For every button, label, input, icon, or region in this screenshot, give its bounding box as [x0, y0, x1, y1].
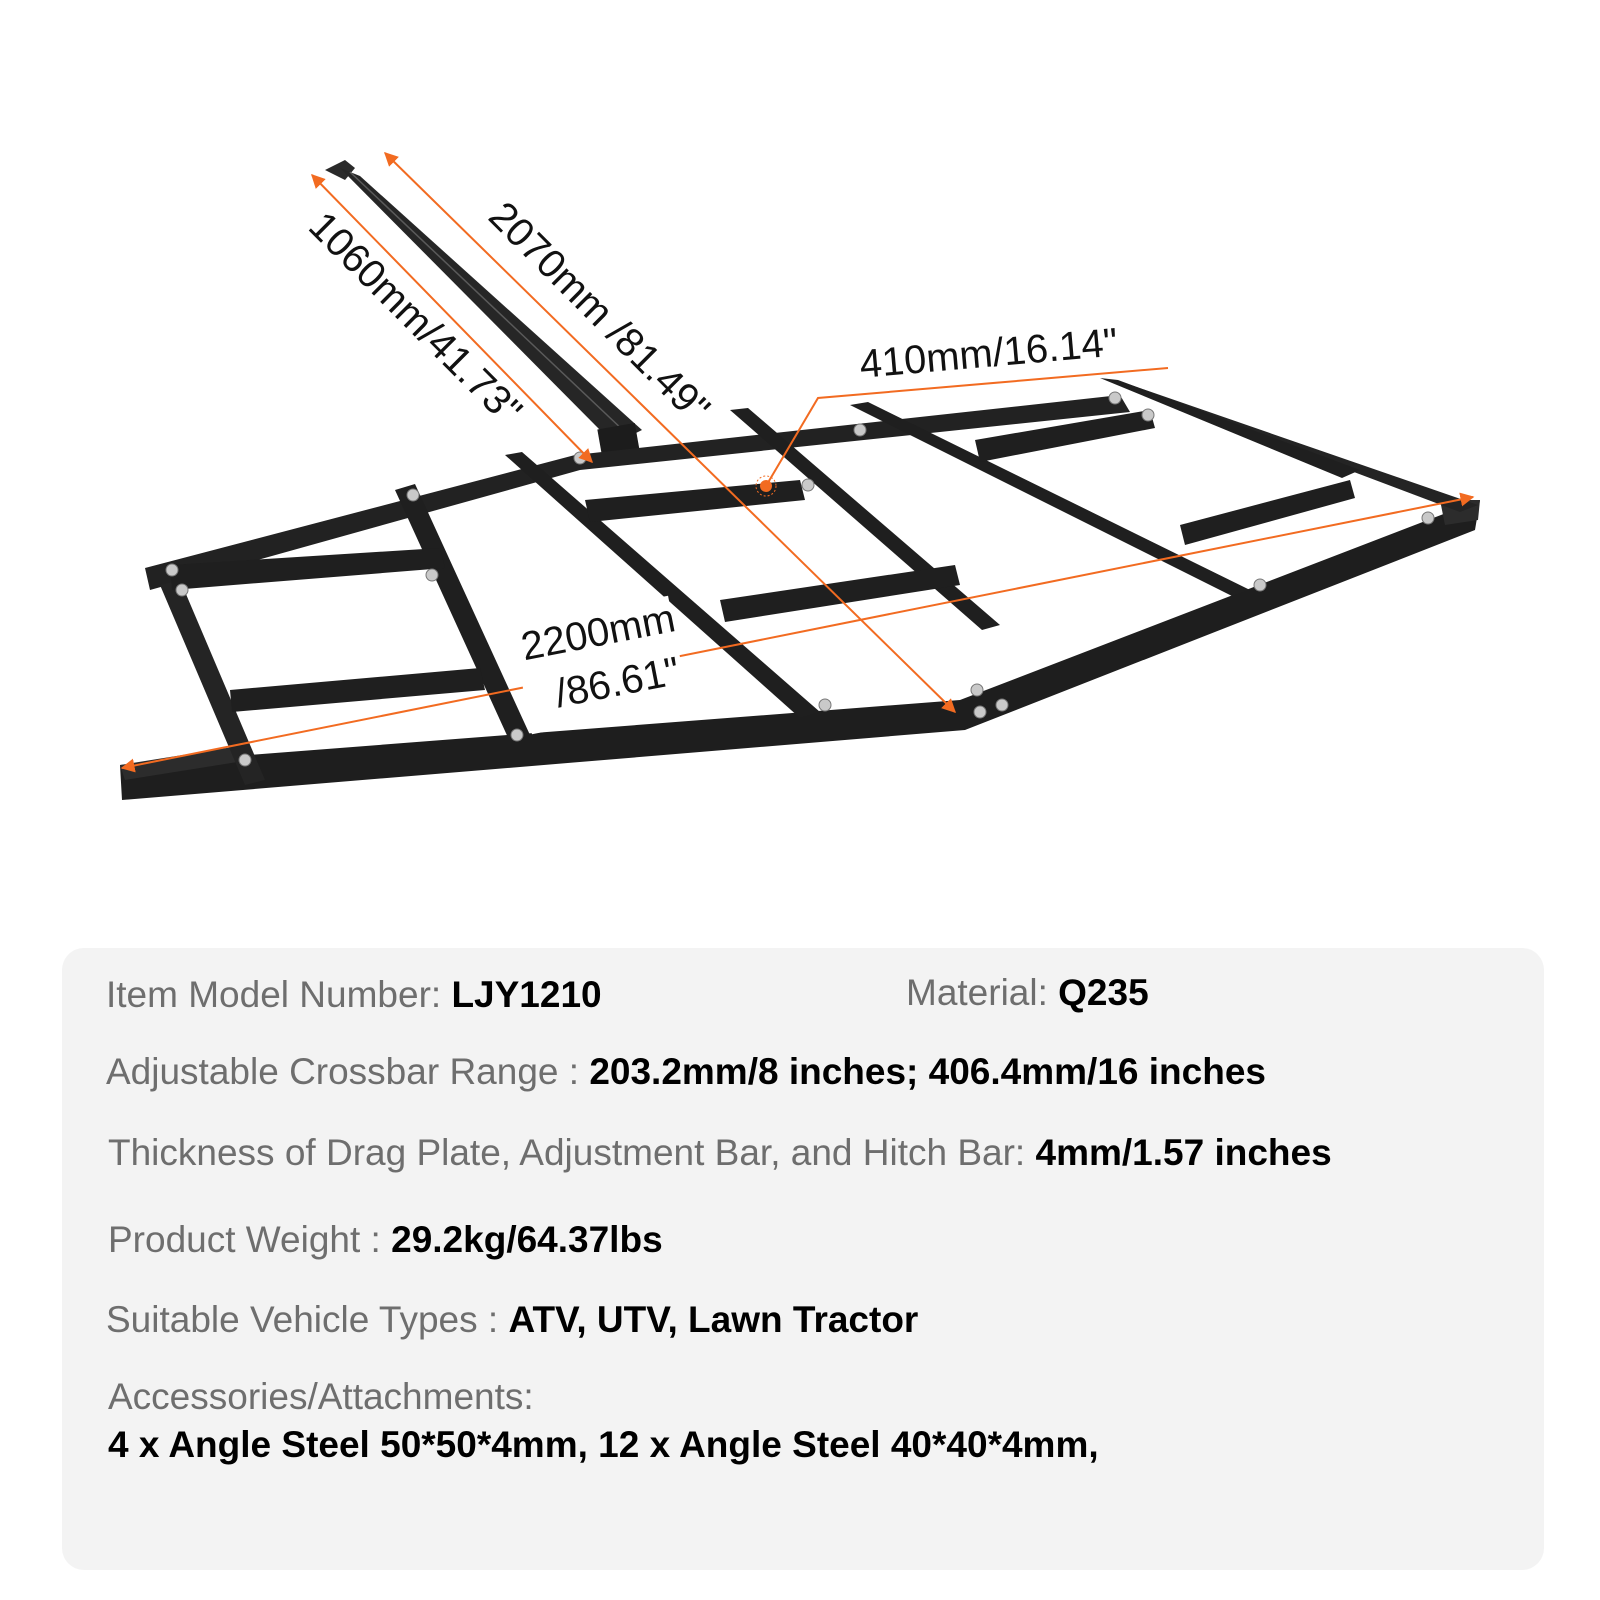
spec-model-label: Item Model Number: [106, 974, 452, 1015]
spec-vehicles-value: ATV, UTV, Lawn Tractor [508, 1299, 919, 1340]
spec-weight-value: 29.2kg/64.37lbs [391, 1219, 663, 1260]
spec-vehicles-label: Suitable Vehicle Types : [106, 1299, 509, 1340]
spec-crossbar-range: Adjustable Crossbar Range : 203.2mm/8 in… [106, 1053, 1266, 1090]
spec-accessories-value: 4 x Angle Steel 50*50*4mm, 12 x Angle St… [108, 1426, 1099, 1463]
spec-model-value: LJY1210 [451, 974, 602, 1015]
crossbar-spacing-point [760, 480, 772, 492]
spec-accessories-label-text: Accessories/Attachments: [108, 1376, 534, 1417]
crossbars [170, 378, 1360, 742]
drag-harrow-illustration [120, 152, 1480, 800]
spec-material-label: Material: [906, 972, 1059, 1013]
spec-crossbar-range-label: Adjustable Crossbar Range : [106, 1051, 590, 1092]
dimension-lines [120, 152, 1475, 773]
spec-thickness-value: 4mm/1.57 inches [1035, 1132, 1332, 1173]
spec-weight: Product Weight : 29.2kg/64.37lbs [108, 1221, 663, 1258]
spec-crossbar-range-value: 203.2mm/8 inches; 406.4mm/16 inches [589, 1051, 1266, 1092]
crossbar-spacing-leader [765, 367, 1169, 487]
spec-weight-label: Product Weight : [108, 1219, 392, 1260]
spec-thickness: Thickness of Drag Plate, Adjustment Bar,… [108, 1134, 1332, 1171]
spec-model: Item Model Number: LJY1210 [106, 976, 602, 1013]
spec-vehicles: Suitable Vehicle Types : ATV, UTV, Lawn … [106, 1301, 918, 1338]
spec-accessories-value-text: 4 x Angle Steel 50*50*4mm, 12 x Angle St… [108, 1424, 1099, 1465]
spec-material-value: Q235 [1058, 972, 1149, 1013]
spec-thickness-label: Thickness of Drag Plate, Adjustment Bar,… [108, 1132, 1036, 1173]
spec-panel: Item Model Number: LJY1210 Material: Q23… [62, 948, 1544, 1570]
spec-accessories-label: Accessories/Attachments: [108, 1378, 534, 1415]
spec-material: Material: Q235 [906, 974, 1149, 1011]
width-dimension [120, 492, 1475, 773]
product-diagram: 1060mm/41.73" 2070mm /81.49" 410mm/16.14… [120, 152, 1480, 800]
